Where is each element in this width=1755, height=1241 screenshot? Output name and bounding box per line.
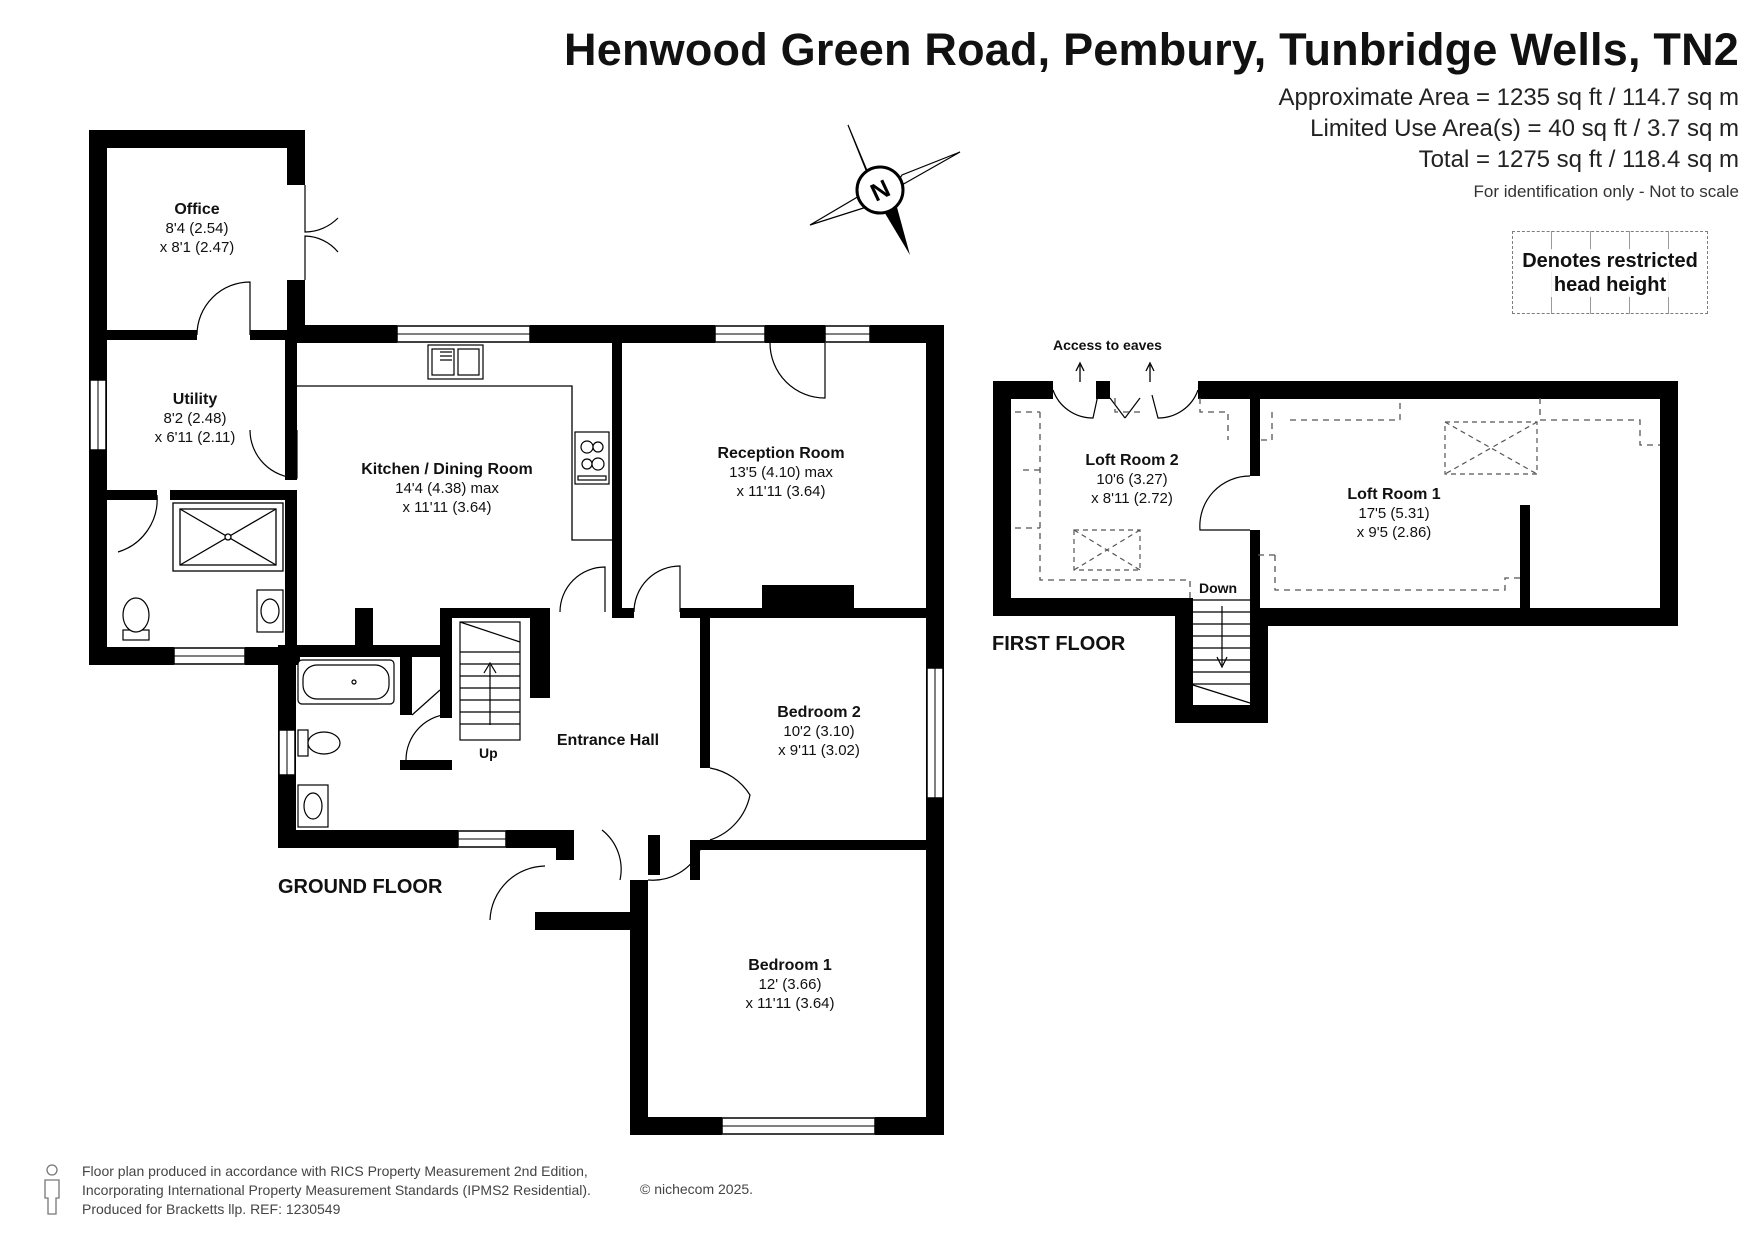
room-reception-dim2: x 11'11 (3.64) <box>736 483 826 500</box>
room-loft1-name: Loft Room 1 <box>1347 486 1441 503</box>
first-floor-walls <box>993 381 1678 723</box>
legend-line-2: head height <box>1551 273 1669 296</box>
kitchen-worktop <box>297 385 612 541</box>
copyright: © nichecom 2025. <box>640 1181 754 1197</box>
room-loft-1: Loft Room 1 17'5 (5.31) x 9'5 (2.86) <box>1347 485 1440 542</box>
limited-use-area: Limited Use Area(s) = 40 sq ft / 3.7 sq … <box>1310 115 1739 142</box>
room-reception-dim1: 13'5 (4.10) max <box>729 464 833 481</box>
room-office-name: Office <box>174 201 220 218</box>
stairs-first <box>1192 599 1251 704</box>
identification-note: For identification only - Not to scale <box>1473 182 1739 201</box>
room-reception: Reception Room 13'5 (4.10) max x 11'11 (… <box>717 444 844 501</box>
room-utility-dim2: x 6'11 (2.11) <box>154 429 236 446</box>
room-kitchen-dim1: 14'4 (4.38) max <box>395 480 499 497</box>
room-bedroom-1: Bedroom 1 12' (3.66) x 11'11 (3.64) <box>745 956 834 1013</box>
eaves-doors <box>1052 389 1251 531</box>
person-icon <box>44 1164 60 1215</box>
utility-fixtures <box>122 589 284 641</box>
footer-line-1: Floor plan produced in accordance with R… <box>82 1163 588 1179</box>
room-loft2-dim2: x 8'11 (2.72) <box>1091 490 1173 507</box>
room-loft2-dim1: 10'6 (3.27) <box>1096 471 1168 488</box>
footer-text: Floor plan produced in accordance with R… <box>82 1162 591 1219</box>
room-hall-name: Entrance Hall <box>556 732 660 749</box>
first-floor-label: FIRST FLOOR <box>992 633 1126 655</box>
footer-line-3: Produced for Bracketts llp. REF: 1230549 <box>82 1201 341 1217</box>
room-utility-dim1: 8'2 (2.48) <box>163 410 227 427</box>
room-kitchen-dim2: x 11'11 (3.64) <box>402 499 492 516</box>
eaves-arrows <box>1075 361 1155 382</box>
room-bedroom2-name: Bedroom 2 <box>777 704 861 721</box>
kitchen-sink <box>427 344 484 380</box>
window-glazing-lines <box>97 333 936 1127</box>
restricted-head-height-lines <box>1015 398 1660 598</box>
stairs-up-label: Up <box>479 745 498 761</box>
property-title: Henwood Green Road, Pembury, Tunbridge W… <box>564 24 1739 75</box>
shower-tray <box>172 502 284 572</box>
legend-line-1: Denotes restricted <box>1520 249 1700 272</box>
room-office-dim2: x 8'1 (2.47) <box>159 239 235 256</box>
room-kitchen-name: Kitchen / Dining Room <box>361 461 533 478</box>
room-bedroom1-dim1: 12' (3.66) <box>758 976 822 993</box>
approximate-area: Approximate Area = 1235 sq ft / 114.7 sq… <box>1278 84 1740 111</box>
room-office-dim1: 8'4 (2.54) <box>165 220 229 237</box>
room-bedroom2-dim2: x 9'11 (3.02) <box>778 742 860 759</box>
footer-line-2: Incorporating International Property Mea… <box>82 1182 591 1198</box>
stairs-down-label: Down <box>1199 580 1238 596</box>
room-utility: Utility 8'2 (2.48) x 6'11 (2.11) <box>155 390 236 447</box>
room-bedroom-2: Bedroom 2 10'2 (3.10) x 9'11 (3.02) <box>777 703 861 760</box>
room-office: Office 8'4 (2.54) x 8'1 (2.47) <box>160 200 235 257</box>
room-entrance-hall: Entrance Hall <box>557 731 659 750</box>
bathroom-fixtures <box>297 659 395 828</box>
room-utility-name: Utility <box>172 391 218 408</box>
skylights <box>1073 421 1538 571</box>
room-loft2-name: Loft Room 2 <box>1085 452 1179 469</box>
kitchen-hob <box>574 431 610 485</box>
room-bedroom1-dim2: x 11'11 (3.64) <box>745 995 835 1012</box>
room-bedroom2-dim1: 10'2 (3.10) <box>783 723 855 740</box>
room-kitchen-dining: Kitchen / Dining Room 14'4 (4.38) max x … <box>361 460 533 517</box>
room-bedroom1-name: Bedroom 1 <box>748 957 832 974</box>
room-loft-2: Loft Room 2 10'6 (3.27) x 8'11 (2.72) <box>1085 451 1178 508</box>
room-reception-name: Reception Room <box>717 445 845 462</box>
stairs-ground <box>459 621 521 741</box>
ground-floor-label: GROUND FLOOR <box>278 876 443 898</box>
access-to-eaves-label: Access to eaves <box>1053 337 1162 353</box>
room-loft1-dim2: x 9'5 (2.86) <box>1356 524 1432 541</box>
door-swings <box>117 185 826 921</box>
room-loft1-dim1: 17'5 (5.31) <box>1358 505 1430 522</box>
total-area: Total = 1275 sq ft / 118.4 sq m <box>1418 146 1739 173</box>
compass-rose <box>809 124 961 255</box>
